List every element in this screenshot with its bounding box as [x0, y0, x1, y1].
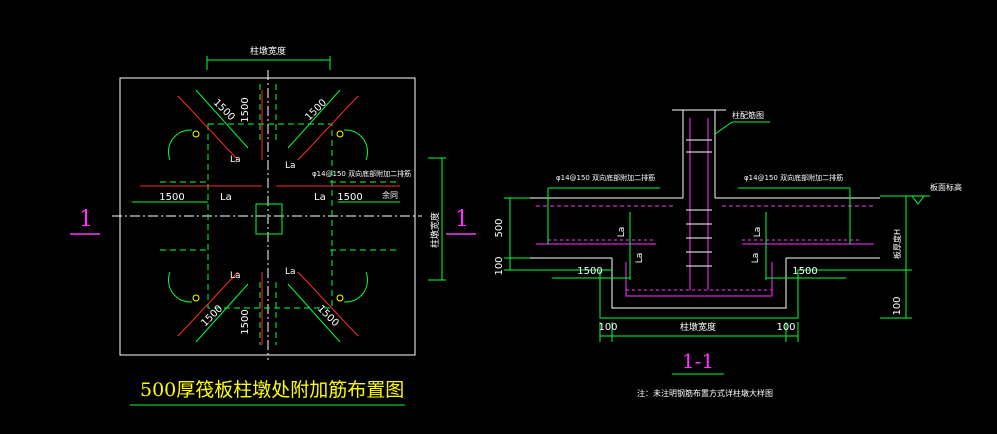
sec-dim-100-left: 100	[494, 256, 505, 275]
sec-dim-100c: 100	[776, 322, 795, 333]
sec-rebar-note-left: φ14@150 双向底部附加二排筋	[556, 173, 655, 182]
plan-la-tl: La	[230, 155, 241, 165]
plan-diag-dim-br	[287, 283, 341, 343]
plan-red-diag-tr	[297, 95, 359, 161]
plan-arc-bl	[167, 271, 193, 303]
sec-level-symbol	[911, 195, 925, 205]
sec-la-text-3: La	[753, 227, 763, 238]
sec-la-text-1: La	[617, 227, 627, 238]
plan-diag-dim-tl	[195, 89, 249, 149]
sec-top-note-leader	[714, 121, 733, 135]
sec-ped-bar	[625, 262, 773, 297]
sec-slab-top-label: 板面标高	[930, 182, 962, 192]
plan-dim-1500-tr: 1500	[303, 97, 329, 123]
plan-node-tr	[336, 130, 344, 138]
plan-view: 柱墩宽度	[70, 45, 476, 406]
plan-section-mark-right: 1	[455, 207, 469, 232]
sec-cushion	[530, 269, 880, 319]
plan-rebar-note: φ14@150 双向底部附加二排筋	[312, 169, 411, 178]
plan-diag-dim-tr	[287, 89, 341, 149]
sec-slab-thk-label: 板厚度H	[892, 229, 902, 259]
plan-right-dim-text: 柱墩宽度	[429, 212, 441, 248]
sec-dim-100d: 100	[892, 296, 903, 315]
plan-dim-1500-left-text: 1500	[159, 192, 184, 203]
sec-la-text-2: La	[635, 253, 645, 264]
plan-dim-1500-bl: 1500	[199, 303, 225, 329]
plan-arc-br	[343, 271, 369, 303]
sec-footnote: 注：未注明钢筋布置方式详柱墩大样图	[637, 388, 773, 398]
sec-rebar-note-right: φ14@150 双向底部附加二排筋	[744, 173, 843, 182]
sec-dim-1500-right: 1500	[792, 266, 817, 277]
plan-la-top: La	[285, 161, 296, 171]
sec-label: 1-1	[682, 349, 714, 373]
plan-node-tl	[192, 130, 200, 138]
plan-diag-dim-bl	[195, 283, 249, 343]
plan-dim-1500-bot-v: 1500	[240, 309, 251, 334]
plan-dim-1500-br: 1500	[315, 303, 341, 329]
section-view: La La La La φ14@150 双向底部附加二排筋 φ14@150 双向…	[494, 109, 962, 398]
plan-node-bl	[192, 294, 200, 302]
plan-arc-tl	[167, 129, 193, 161]
sec-dim-100b: 100	[598, 322, 617, 333]
plan-red-diag-bl	[177, 271, 239, 337]
plan-rebar-frame	[207, 123, 333, 309]
plan-section-mark-left: 1	[79, 207, 93, 232]
plan-arc-tr	[343, 129, 369, 161]
sec-la-text-4: La	[751, 253, 761, 264]
plan-node-br	[336, 294, 344, 302]
plan-red-diag-br	[297, 271, 359, 337]
sec-dim-1500-left: 1500	[577, 266, 602, 277]
sec-pedestal	[611, 258, 787, 309]
sec-top-note: 柱配筋图	[732, 110, 764, 120]
plan-dim-1500-right-text: 1500	[337, 192, 362, 203]
plan-la-bottom: La	[285, 267, 296, 277]
plan-la-bl: La	[230, 271, 241, 281]
plan-dim-1500-top-v: 1500	[240, 97, 251, 122]
plan-la-right: La	[314, 192, 326, 203]
plan-column	[255, 203, 283, 235]
plan-rebar-tail: 余同	[382, 190, 398, 200]
plan-la-left: La	[220, 192, 232, 203]
sec-dim-500: 500	[494, 218, 505, 237]
plan-red-diag-tl	[177, 95, 239, 161]
plan-title: 500厚筏板柱墩处附加筋布置图	[140, 379, 404, 401]
plan-top-dim-text: 柱墩宽度	[250, 45, 286, 57]
sec-dim-col-width: 柱墩宽度	[680, 321, 716, 333]
